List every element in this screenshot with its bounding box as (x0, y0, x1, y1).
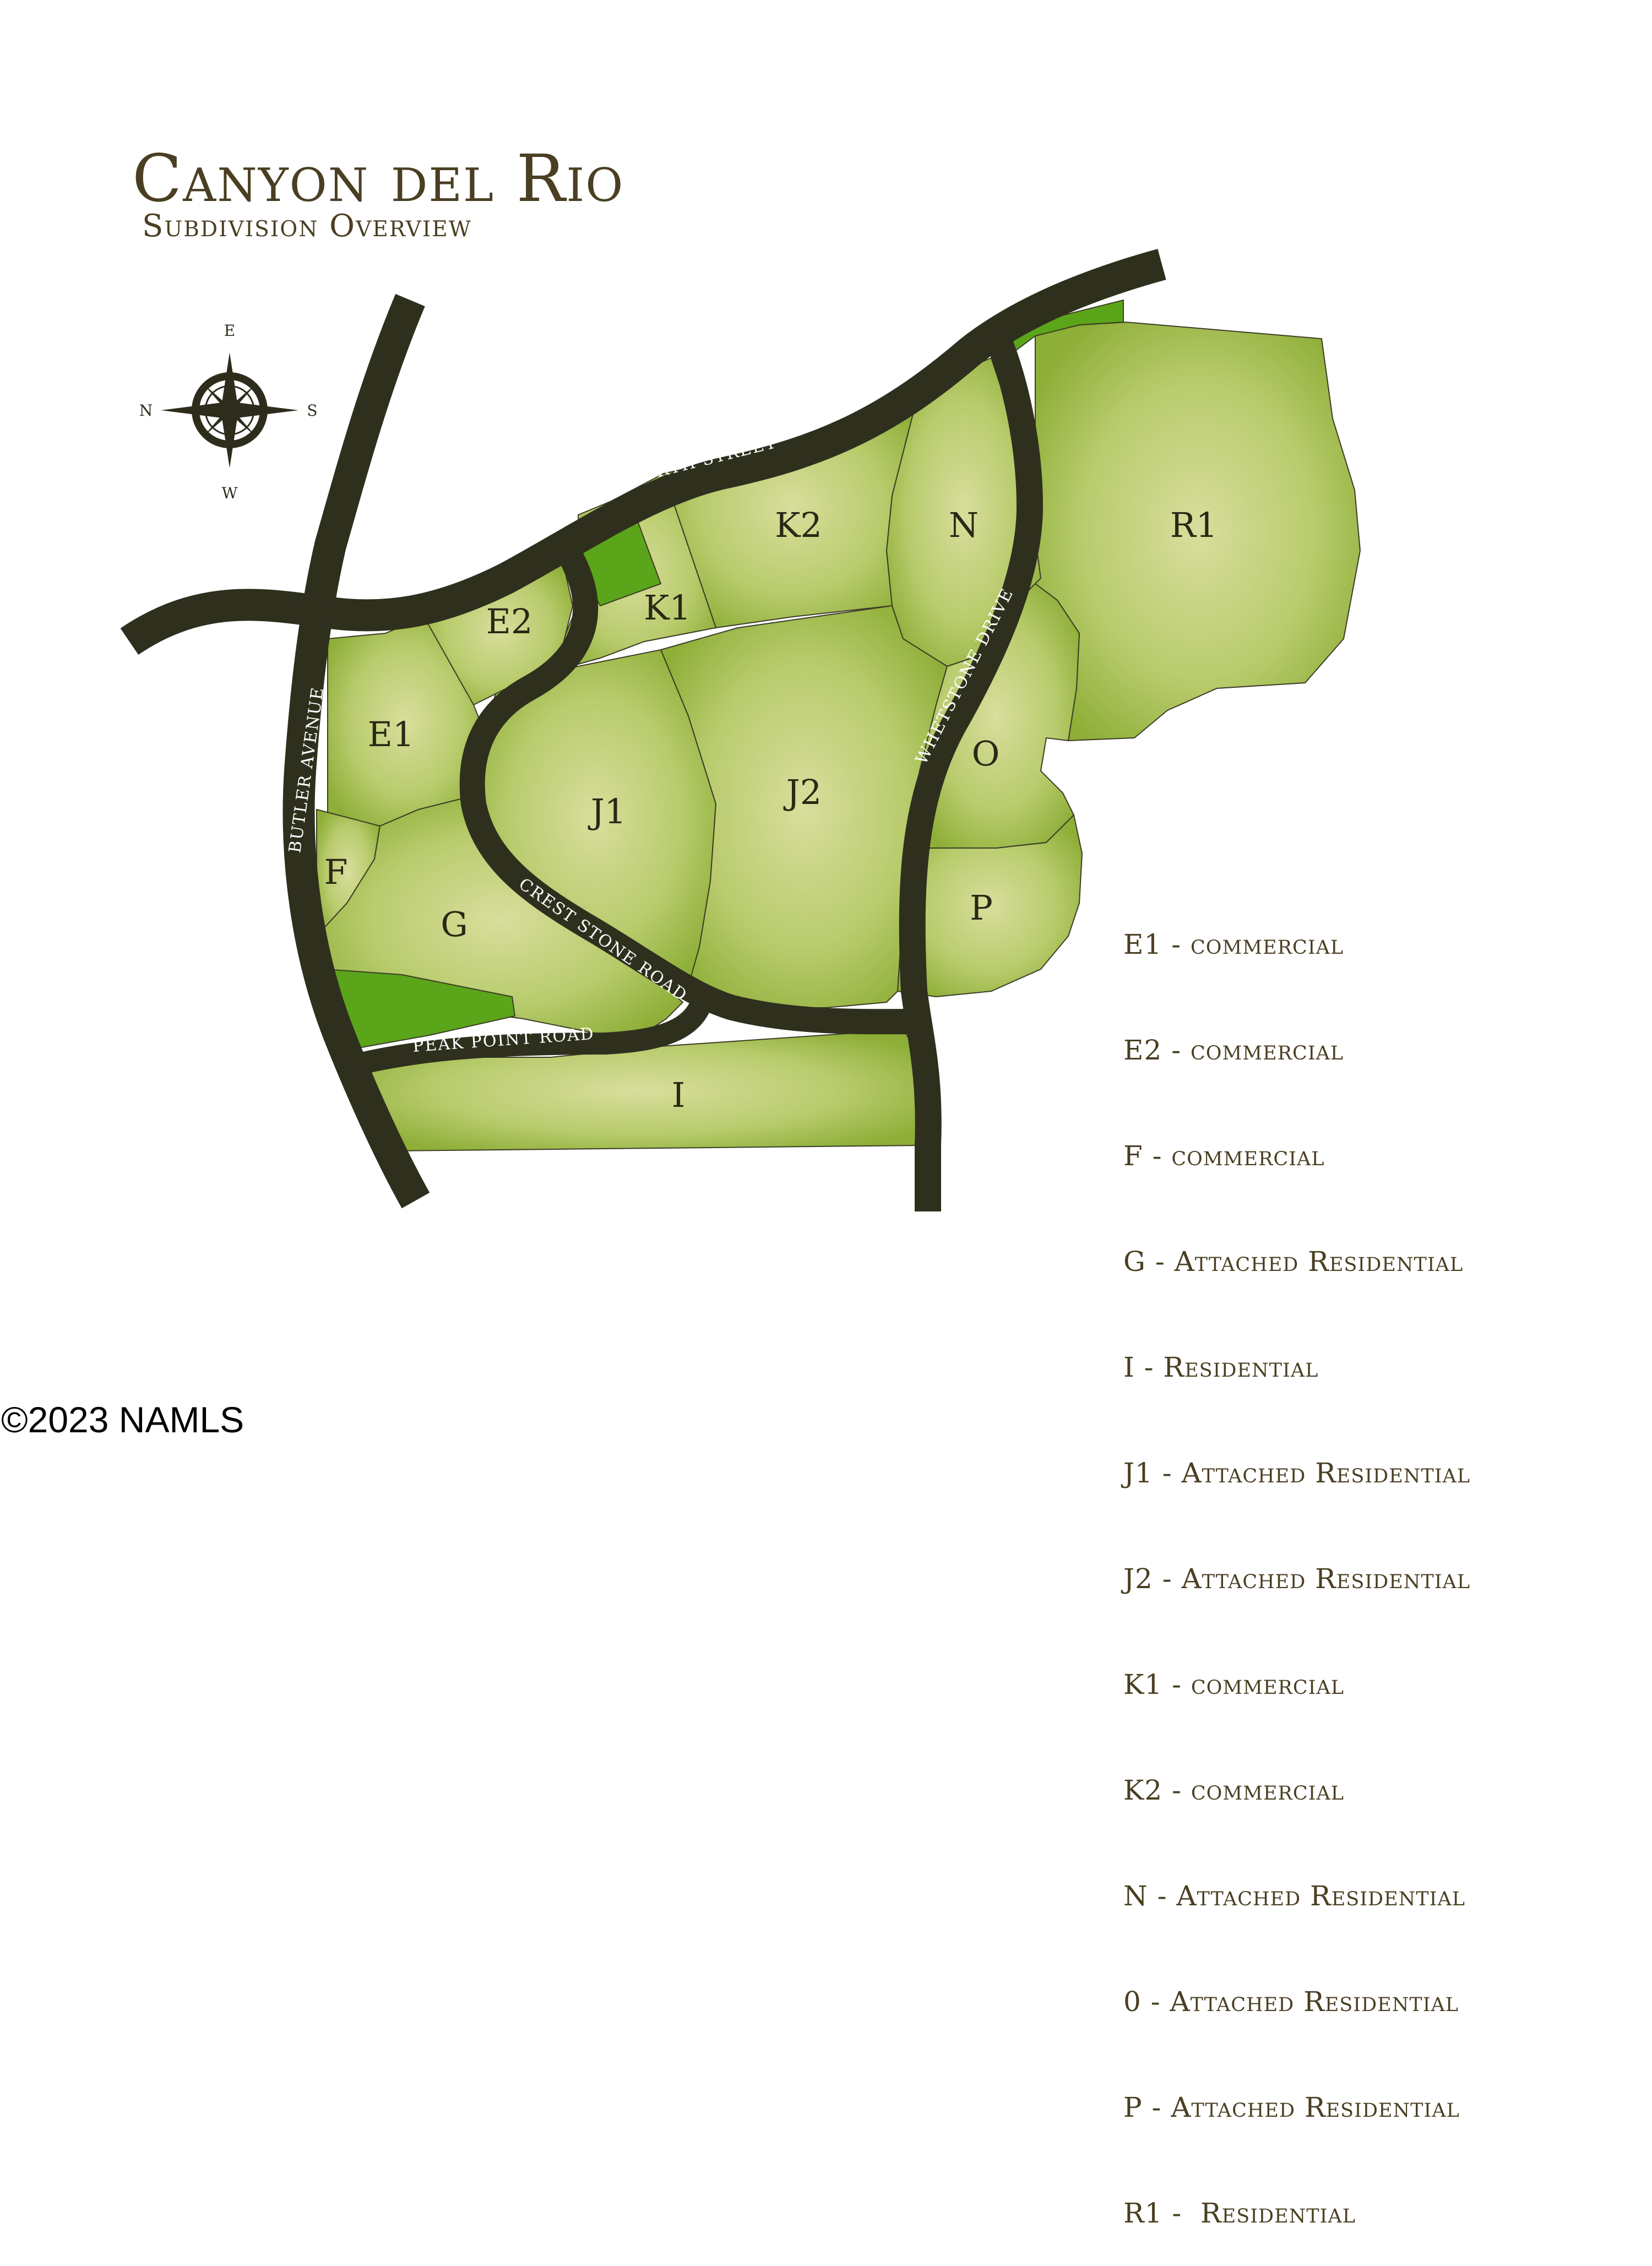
legend-item: K2 - commercial (1123, 1774, 1345, 1806)
compass-needle-diagonal-icon (202, 383, 257, 438)
parcel-label-f: F (324, 852, 347, 892)
compass-needle-horizontal-icon (161, 403, 298, 418)
subdivision-map: FOURTH STREET BUTLER AVENUE WHETSTONE DR… (120, 249, 1361, 1211)
parcel-label-j2: J2 (783, 772, 822, 812)
legend-item: E1 - commercial (1123, 928, 1344, 960)
copyright-notice: ©2023 NAMLS (1, 1399, 244, 1440)
legend-item: F - commercial (1123, 1140, 1325, 1172)
road-crest-stone-road (459, 544, 928, 1035)
legend-item: R1 - Residential (1123, 2197, 1356, 2229)
parcel-label-k2: K2 (775, 505, 822, 545)
legend-item: 0 - Attached Residential (1123, 1986, 1459, 2018)
parcel-label-i: I (672, 1075, 686, 1115)
parcel-p[interactable] (896, 813, 1083, 998)
road-fourth-street (120, 249, 1166, 655)
compass-letter-right: S (307, 401, 317, 420)
map-title: Canyon del Rio (132, 140, 624, 216)
parcel-label-e2: E2 (486, 601, 533, 642)
compass-rose: E N S W (139, 322, 318, 502)
parcel-label-k1: K1 (644, 588, 691, 628)
legend-item: K1 - commercial (1123, 1669, 1345, 1700)
legend-item: N - Attached Residential (1123, 1880, 1465, 1912)
parcel-label-n: N (949, 505, 979, 545)
parcel-label-p: P (970, 888, 993, 928)
parcel-label-j1: J1 (588, 791, 626, 832)
zoning-legend: E1 - commercial E2 - commercial F - comm… (1123, 856, 1470, 2266)
compass-letter-left: N (139, 401, 153, 420)
compass-letter-top: E (224, 322, 235, 340)
legend-item: P - Attached Residential (1123, 2091, 1460, 2123)
parcel-label-r1: R1 (1170, 505, 1218, 545)
legend-item: I - Residential (1123, 1351, 1319, 1383)
parcel-j2[interactable] (660, 605, 948, 1008)
legend-item: E2 - commercial (1123, 1034, 1344, 1066)
parcel-labels: E1 E2 F G I J1 J2 K1 K2 N O P R1 (324, 505, 1218, 1115)
legend-item: J2 - Attached Residential (1123, 1563, 1471, 1595)
parcel-label-e1: E1 (368, 714, 415, 754)
parcel-label-o: O (972, 733, 1000, 774)
legend-item: J1 - Attached Residential (1123, 1457, 1471, 1489)
road-peak-point-road (350, 1002, 709, 1077)
compass-letter-bottom: W (222, 484, 238, 502)
legend-item: G - Attached Residential (1123, 1246, 1464, 1278)
parcel-label-g: G (441, 904, 468, 944)
roads (120, 249, 1166, 1211)
map-subtitle: Subdivision Overview (142, 208, 472, 244)
